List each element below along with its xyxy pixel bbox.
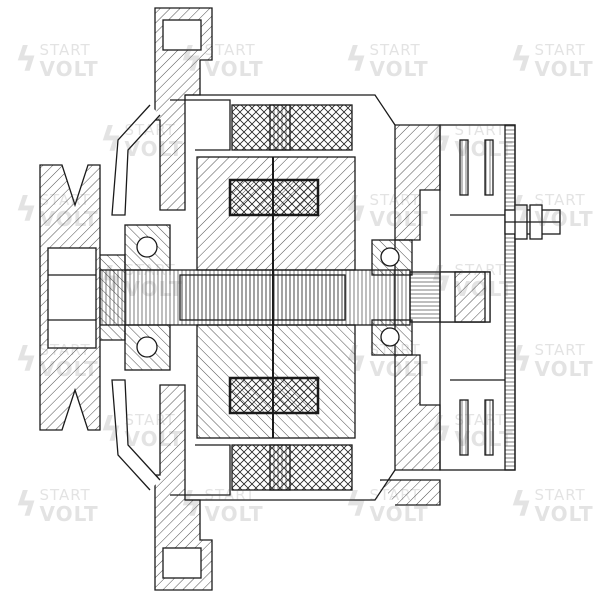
rear-housing — [395, 124, 441, 241]
pulley-nut — [47, 247, 97, 349]
stator-winding-bottom — [231, 444, 353, 491]
terminal-bolt — [504, 204, 561, 240]
fan — [111, 104, 161, 216]
stator-winding-top — [231, 104, 353, 151]
